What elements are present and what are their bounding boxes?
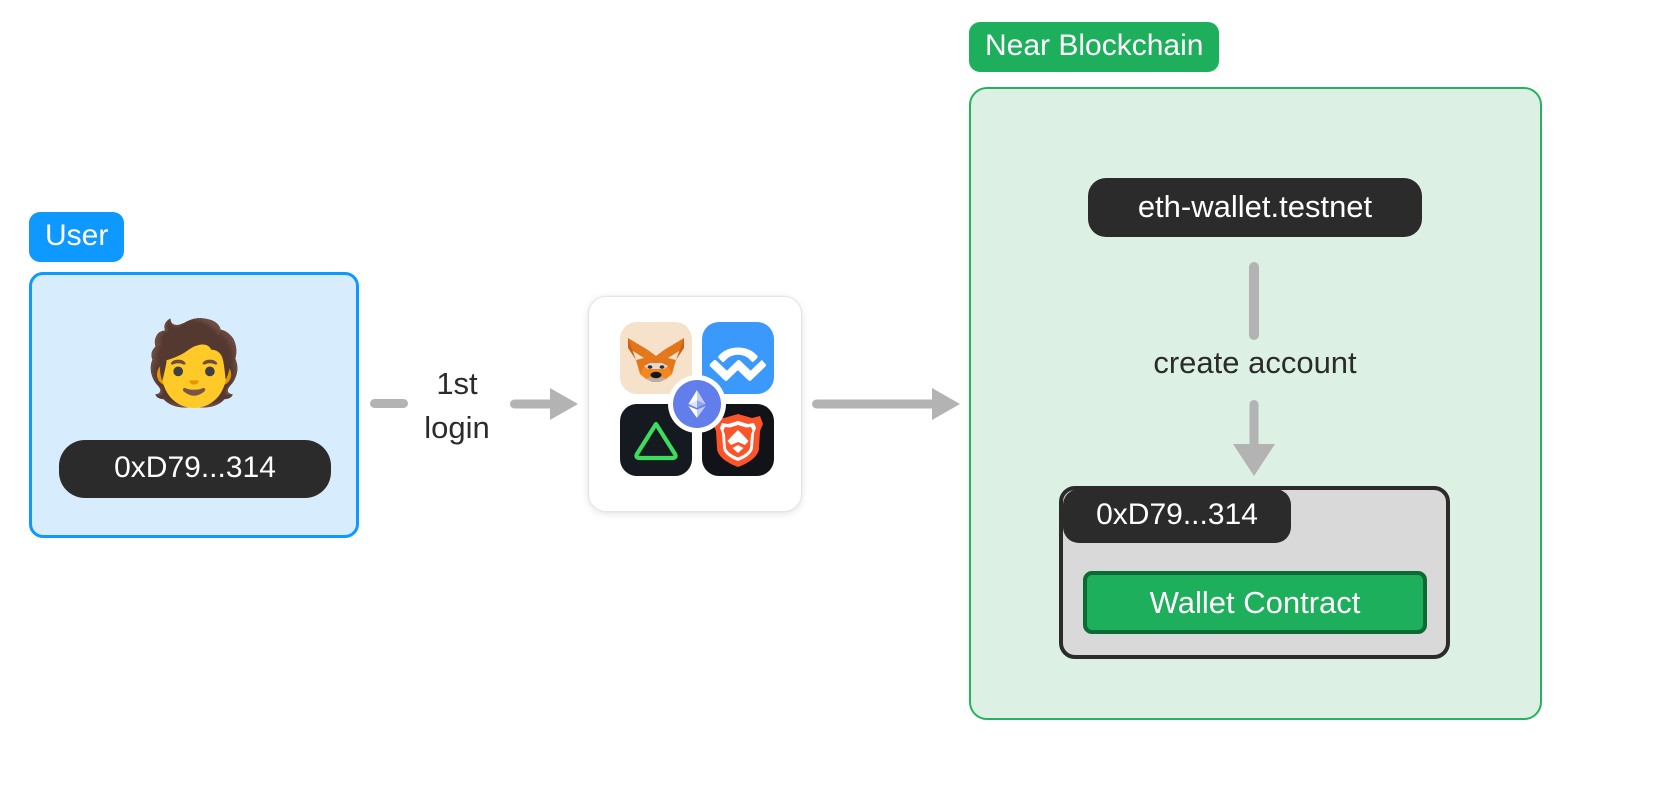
wallet-provider-card[interactable] bbox=[588, 296, 802, 512]
connector-vertical-line bbox=[1249, 262, 1259, 340]
brave-icon[interactable] bbox=[702, 404, 774, 476]
wallet-contract-button[interactable]: Wallet Contract bbox=[1083, 571, 1427, 634]
user-group-box: 🧑 0xD79...314 bbox=[29, 272, 359, 538]
arrow-down-icon bbox=[1233, 400, 1275, 476]
arrow-right-icon bbox=[510, 388, 578, 420]
create-account-label: create account bbox=[1153, 345, 1357, 380]
metamask-icon[interactable] bbox=[620, 322, 692, 394]
contract-address-pill: 0xD79...314 bbox=[1063, 489, 1291, 543]
near-group-label: Near Blockchain bbox=[969, 22, 1220, 72]
user-address-pill: 0xD79...314 bbox=[59, 440, 331, 498]
user-group-label: User bbox=[29, 212, 125, 262]
arrow-right-icon bbox=[812, 388, 960, 420]
ethereum-icon bbox=[668, 375, 726, 433]
connector-login-label: 1st login bbox=[424, 366, 490, 446]
near-account-pill: eth-wallet.testnet bbox=[1088, 178, 1422, 237]
connector-dash-segment bbox=[370, 399, 408, 408]
person-emoji-icon: 🧑 bbox=[142, 318, 246, 409]
wallet-icon-grid bbox=[620, 322, 774, 488]
